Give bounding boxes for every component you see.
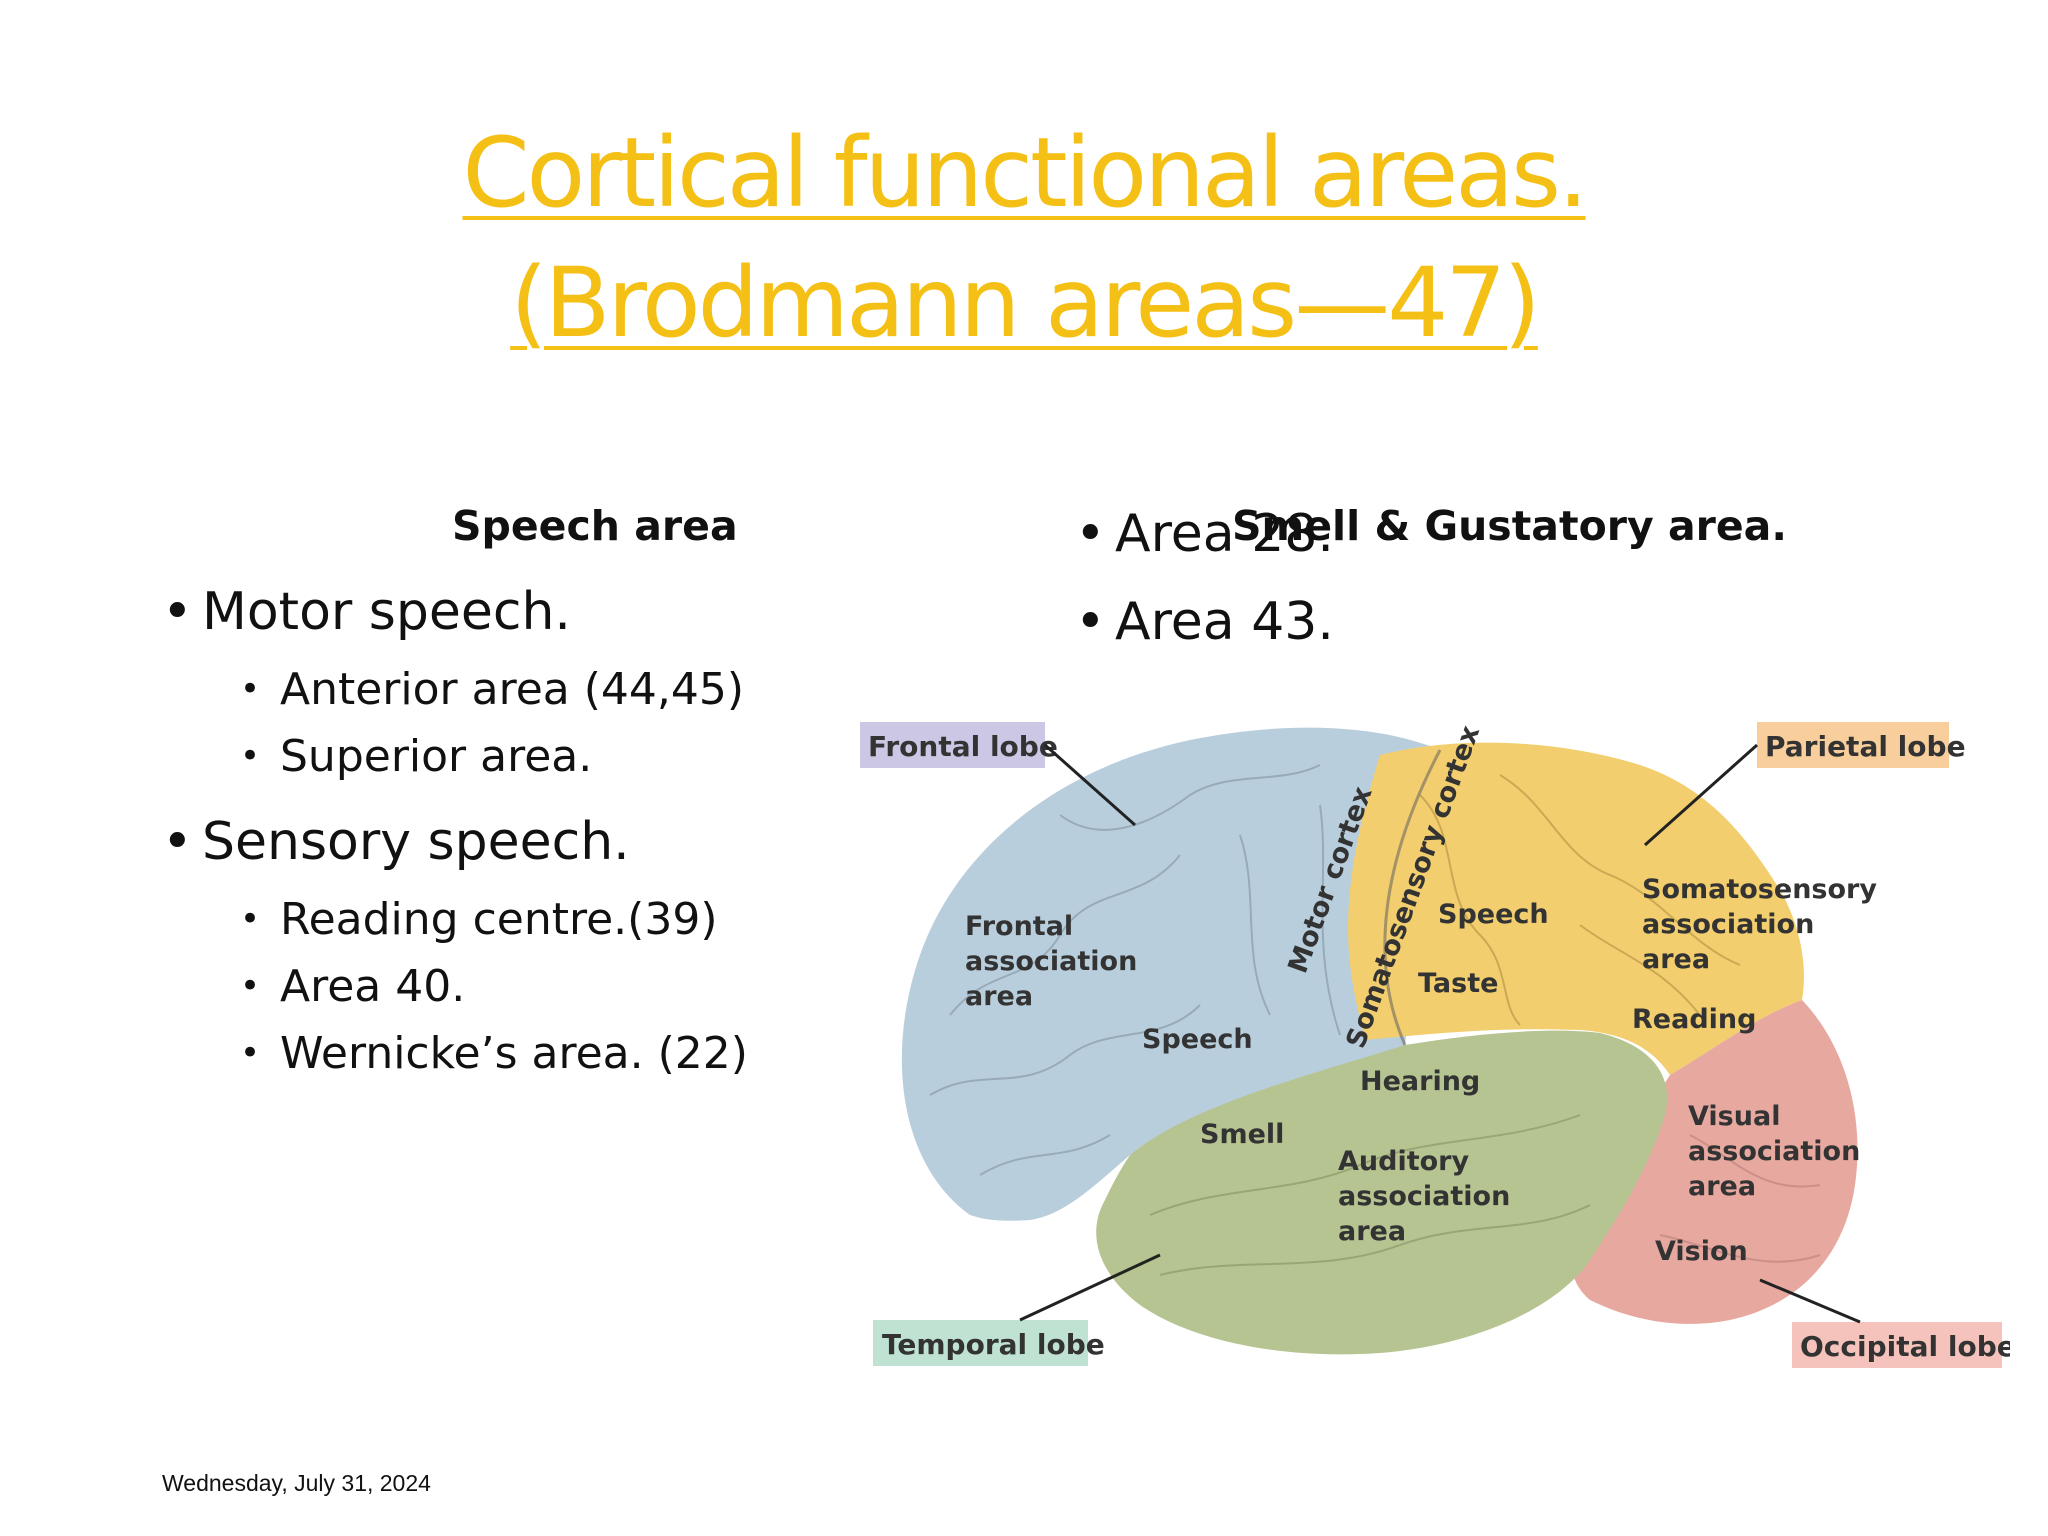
reading-label: Reading — [1632, 1004, 1756, 1035]
list-item: Area 28. — [1075, 490, 1334, 578]
list-item: Area 43. — [1075, 578, 1334, 666]
list-item: Sensory speech. — [162, 798, 748, 886]
temporal-leader-line — [1019, 1253, 1161, 1322]
frontal-assoc-label-3: area — [965, 981, 1033, 1012]
parietal-lobe-region — [1348, 742, 1804, 1075]
slide-date: Wednesday, July 31, 2024 — [162, 1470, 431, 1496]
brain-diagram: Frontal lobe Parietal lobe Temporal lobe… — [860, 721, 2010, 1368]
occipital-tag-box — [1792, 1322, 2002, 1368]
list-item: Wernicke’s area. (22) — [162, 1020, 748, 1087]
visual-assoc-label-3: area — [1688, 1171, 1756, 1202]
occipital-lobe-label: Occipital lobe — [1800, 1330, 2010, 1363]
speech-frontal-label: Speech — [1142, 1024, 1253, 1055]
temporal-lobe-region — [1096, 1030, 1668, 1355]
somatosensory-assoc-label-2: association — [1642, 909, 1814, 940]
hearing-label: Hearing — [1360, 1066, 1480, 1097]
slide-title: Cortical functional areas. (Brodmann are… — [0, 108, 2048, 368]
central-sulcus — [1383, 749, 1442, 1046]
frontal-lobe-region — [901, 727, 1440, 1221]
auditory-assoc-label-3: area — [1338, 1216, 1406, 1247]
speech-area-heading: Speech area — [452, 502, 738, 550]
temporal-gyri — [1149, 1114, 1591, 1276]
visual-assoc-label-1: Visual — [1688, 1101, 1780, 1132]
speech-area-list: Motor speech. Anterior area (44,45) Supe… — [162, 568, 748, 1087]
taste-label: Taste — [1418, 968, 1498, 999]
somatosensory-assoc-label-3: area — [1642, 944, 1710, 975]
title-line-1: Cortical functional areas. — [462, 117, 1588, 229]
smell-gustatory-heading: Smell & Gustatory area. — [1232, 502, 1787, 550]
temporal-tag-box — [873, 1320, 1088, 1366]
occipital-gyri — [1659, 1134, 1821, 1263]
smell-label: Smell — [1200, 1119, 1284, 1150]
speech-parietal-label: Speech — [1438, 899, 1549, 930]
occipital-leader-line — [1759, 1278, 1861, 1324]
frontal-assoc-label-1: Frontal — [965, 911, 1073, 942]
auditory-assoc-label-2: association — [1338, 1181, 1510, 1212]
auditory-assoc-label-1: Auditory — [1338, 1146, 1469, 1177]
smell-gustatory-list: Area 28. Area 43. — [1075, 490, 1334, 666]
list-item: Reading centre.(39) — [162, 886, 748, 953]
somatosensory-assoc-label-1: Somatosensory — [1642, 874, 1877, 905]
parietal-gyri — [1419, 774, 1741, 1026]
parietal-lobe-label: Parietal lobe — [1765, 730, 1966, 763]
list-item: Superior area. — [162, 723, 748, 790]
vision-label: Vision — [1655, 1236, 1748, 1267]
frontal-gyri — [929, 764, 1341, 1176]
parietal-tag-box — [1757, 722, 1949, 768]
list-item: Motor speech. — [162, 568, 748, 656]
parietal-leader-line — [1644, 743, 1758, 847]
temporal-lobe-label: Temporal lobe — [882, 1328, 1105, 1361]
frontal-assoc-label-2: association — [965, 946, 1137, 977]
list-item: Area 40. — [162, 953, 748, 1020]
title-line-2: (Brodmann areas—47) — [510, 247, 1541, 359]
frontal-lobe-label: Frontal lobe — [868, 730, 1058, 763]
frontal-tag-box — [860, 722, 1045, 768]
visual-assoc-label-2: association — [1688, 1136, 1860, 1167]
list-item: Anterior area (44,45) — [162, 656, 748, 723]
occipital-lobe-region — [1571, 1000, 1858, 1324]
frontal-leader-line — [1044, 743, 1136, 827]
